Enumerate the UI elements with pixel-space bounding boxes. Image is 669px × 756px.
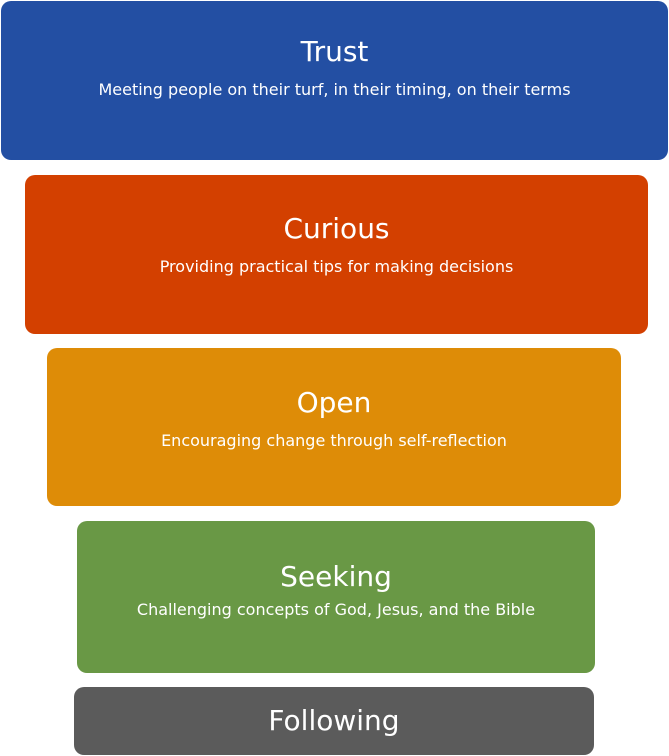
- stage-description-curious: Providing practical tips for making deci…: [159, 257, 514, 276]
- stage-description-trust: Meeting people on their turf, in their t…: [98, 80, 571, 99]
- stage-curious: Curious Providing practical tips for mak…: [25, 175, 648, 334]
- stage-open: Open Encouraging change through self-ref…: [47, 348, 621, 506]
- stage-title-following: Following: [268, 704, 400, 737]
- stage-title-open: Open: [296, 385, 372, 419]
- stage-title-seeking: Seeking: [280, 560, 392, 593]
- stage-description-seeking: Challenging concepts of God, Jesus, and …: [136, 600, 536, 619]
- stage-title-trust: Trust: [300, 35, 369, 68]
- stage-title-curious: Curious: [283, 212, 390, 245]
- stage-following: Following: [74, 687, 594, 755]
- stage-seeking: Seeking Challenging concepts of God, Jes…: [77, 521, 595, 673]
- stage-trust: Trust Meeting people on their turf, in t…: [1, 1, 668, 160]
- stage-description-open: Encouraging change through self-reflecti…: [161, 430, 507, 450]
